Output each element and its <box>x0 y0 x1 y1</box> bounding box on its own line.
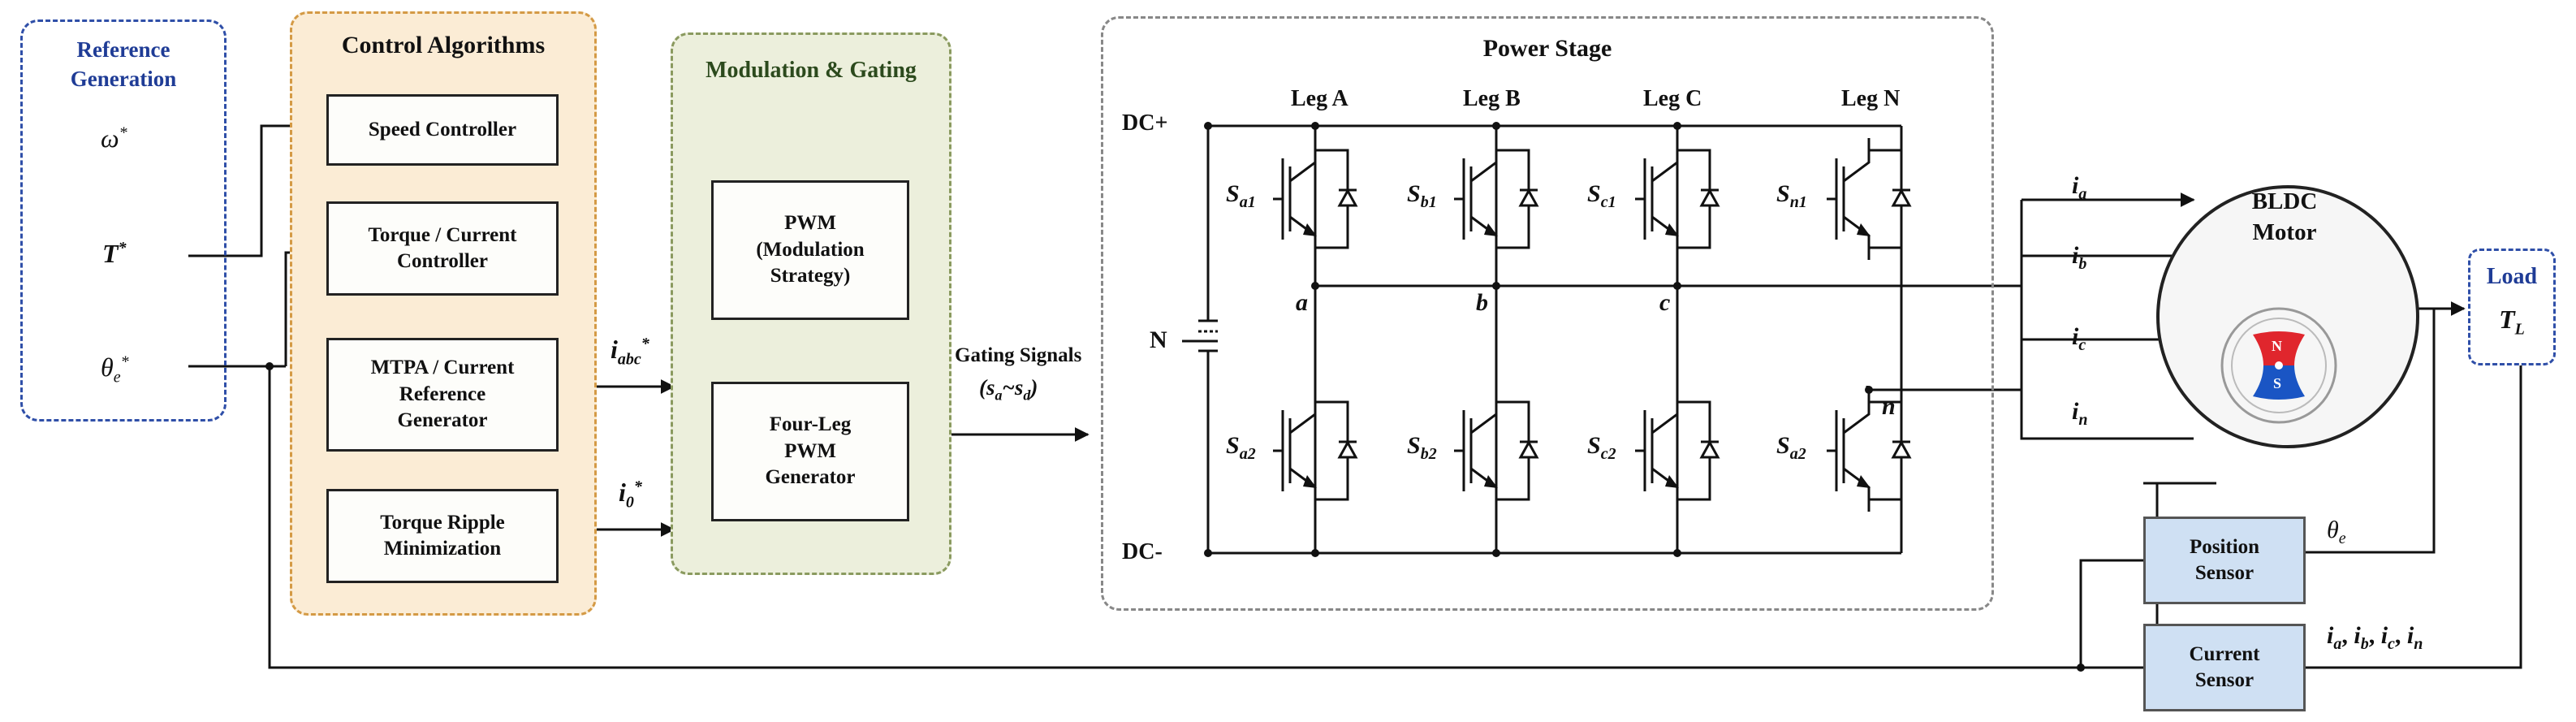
reference-title-line2: Generation <box>70 67 177 92</box>
sensor-feedback-lines <box>2079 559 2143 668</box>
load-title: Load <box>2486 264 2538 289</box>
switch-sa1-label: Sa1 <box>1226 180 1256 211</box>
leg-c-label: Leg C <box>1643 86 1702 111</box>
power-stage-group: Power Stage <box>1101 16 1994 611</box>
omega-reference-label: ω* <box>101 123 127 153</box>
power-stage-circuit <box>1182 124 2522 669</box>
switch-sn2-label: Sa2 <box>1776 432 1806 463</box>
switch-sc1-label: Sc1 <box>1587 180 1616 211</box>
current-ia-label: ia <box>2072 172 2087 203</box>
leg-n-label: Leg N <box>1841 86 1901 111</box>
load-torque-label: TL <box>2499 305 2525 339</box>
control-title: Control Algorithms <box>341 32 546 58</box>
gating-signals-range: (sa~sd) <box>979 375 1038 404</box>
leg-b-label: Leg B <box>1463 86 1521 111</box>
switch-sa2-label: Sa2 <box>1226 432 1256 463</box>
neutral-label: N <box>1150 326 1167 353</box>
power-stage-title: Power Stage <box>1482 35 1612 62</box>
reference-generation-group: Reference Generation <box>20 19 227 422</box>
i-abc-reference-label: iabc* <box>611 335 649 369</box>
switch-sn1-label: Sn1 <box>1776 180 1807 211</box>
current-feedback-label: ia, ib, ic, in <box>2327 622 2423 653</box>
theta-reference-label: θe* <box>101 352 129 387</box>
dc-minus-label: DC- <box>1122 539 1163 564</box>
switch-sc2-label: Sc2 <box>1587 432 1616 463</box>
node-a-label: a <box>1296 289 1308 316</box>
junction-dots <box>265 122 2085 672</box>
magnet-s-pole-label: S <box>2273 375 2282 391</box>
node-n-label: n <box>1882 393 1896 420</box>
load-box: Load TL <box>2468 249 2556 365</box>
current-in-label: in <box>2072 398 2088 429</box>
speed-controller-block: Speed Controller <box>326 94 559 166</box>
reference-title-line1: Reference <box>76 37 170 62</box>
node-c-label: c <box>1659 289 1671 316</box>
torque-reference-label: T* <box>102 239 127 268</box>
switch-sb1-label: Sb1 <box>1407 180 1437 211</box>
theta-feedback-label: θe <box>2327 517 2346 547</box>
magnet-n-pole-label: N <box>2272 338 2282 354</box>
current-ib-label: ib <box>2072 242 2087 273</box>
gating-signals-label: Gating Signals <box>955 344 1082 366</box>
modulation-title: Modulation & Gating <box>705 58 917 83</box>
node-b-label: b <box>1476 289 1488 316</box>
leg-a-label: Leg A <box>1291 86 1348 111</box>
motor-symbol <box>2156 185 2419 448</box>
dc-plus-label: DC+ <box>1122 110 1168 136</box>
current-ic-label: ic <box>2072 323 2086 354</box>
i-0-reference-label: i0* <box>619 478 642 512</box>
switch-sb2-label: Sb2 <box>1407 432 1437 463</box>
